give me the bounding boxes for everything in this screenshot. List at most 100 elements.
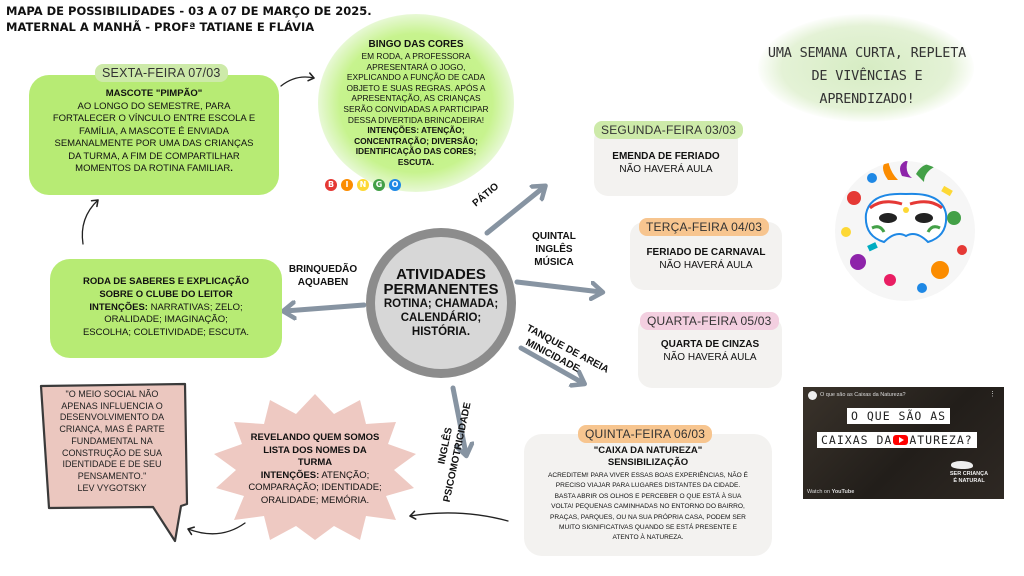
channel-avatar bbox=[808, 391, 817, 400]
video-brand: SER CRIANÇA É NATURAL bbox=[941, 471, 997, 484]
thursday-line-3: BASTA ABRIR OS OLHOS E PERCEBER O QUE ES… bbox=[554, 492, 742, 500]
bingo-logo: B I N G O bbox=[325, 179, 409, 193]
bingo-blob bbox=[318, 14, 514, 192]
header-subtitle: MATERNAL A MANHÃ - PROFª TATIANE E FLÁVI… bbox=[6, 20, 315, 34]
monday-title: EMENDA DE FERIADO bbox=[612, 151, 720, 162]
label-brinquedao-group: BRINQUEDÃO AQUABEN bbox=[282, 263, 364, 289]
connector-revelando-to-quote bbox=[187, 522, 246, 536]
revelando-line-3: ORALIDADE; MEMÓRIA. bbox=[260, 494, 370, 506]
tuesday-pill: TERÇA-FEIRA 04/03 bbox=[639, 218, 770, 236]
quote-line-4: CRIANÇA, MAS É PARTE bbox=[59, 424, 165, 435]
revelando-title-1: REVELANDO QUEM SOMOS bbox=[250, 432, 380, 443]
bingo-ball-g: G bbox=[373, 179, 385, 191]
carnival-mask-image bbox=[835, 161, 975, 301]
arrow-patio bbox=[484, 187, 544, 236]
video-title-line-2a: CAIXAS DA bbox=[821, 433, 893, 447]
turtle-logo-icon bbox=[951, 461, 973, 469]
video-brand-1: SER CRIANÇA bbox=[949, 471, 989, 477]
header-title: MAPA DE POSSIBILIDADES - 03 A 07 DE MARÇ… bbox=[6, 4, 372, 18]
arrow-tanque bbox=[518, 345, 583, 383]
label-aquaben: AQUABEN bbox=[297, 277, 349, 288]
monday-text: EMENDA DE FERIADO NÃO HAVERÁ AULA bbox=[598, 150, 734, 176]
friday-line-1: AO LONGO DO SEMESTRE, PARA bbox=[77, 100, 231, 112]
video-brand-2: É NATURAL bbox=[953, 477, 985, 484]
quote-line-6: CONSTRUÇÃO DE SUA bbox=[61, 447, 162, 458]
bingo-line-5: APRESENTAÇÃO, AS CRIANÇAS bbox=[351, 93, 481, 104]
quote-author: LEV VYGOTSKY bbox=[77, 482, 147, 493]
revelando-line-1: ATENÇÃO; bbox=[319, 469, 370, 481]
watch-on-youtube[interactable]: Watch on YouTube bbox=[807, 489, 854, 496]
revelando-title-3: TURMA bbox=[297, 457, 333, 469]
video-title-line-1: O QUE SÃO AS bbox=[847, 408, 951, 424]
roda-title-1: RODA DE SABERES E EXPLICAÇÃO bbox=[83, 276, 249, 287]
thursday-line-2: PRECISO VIAJAR PARA LUGARES DISTANTES DA… bbox=[555, 482, 741, 490]
thursday-line-1: ACREDITEM! PARA VIVER ESSAS BOAS EXPERIÊ… bbox=[548, 472, 748, 479]
bingo-line-7: DESSA DIVERTIDA BRINCADEIRA! bbox=[347, 114, 485, 125]
label-brinquedao: BRINQUEDÃO bbox=[288, 264, 358, 275]
tagline-line-2: DE VIVÊNCIAS E APRENDIZADO! bbox=[811, 68, 923, 107]
revelando-int-label: INTENÇÕES: bbox=[260, 469, 320, 481]
roda-title-2: SOBRE O CLUBE DO LEITOR bbox=[99, 288, 233, 300]
video-top-title: O que são as Caixas da Natureza? bbox=[820, 392, 906, 398]
tuesday-text: FERIADO DE CARNAVAL NÃO HAVERÁ AULA bbox=[632, 246, 780, 272]
bingo-line-1: EM RODA, A PROFESSORA bbox=[361, 51, 471, 61]
thursday-text: "CAIXA DA NATUREZA" SENSIBILIZAÇÃO ACRED… bbox=[528, 445, 768, 544]
tuesday-sub: NÃO HAVERÁ AULA bbox=[659, 260, 753, 271]
quote-line-2: APENAS INFLUENCIA O bbox=[61, 400, 163, 411]
more-icon[interactable]: ⋮ bbox=[989, 391, 996, 398]
wednesday-text: QUARTA DE CINZAS NÃO HAVERÁ AULA bbox=[640, 338, 780, 364]
watch-on-label: Watch on bbox=[807, 489, 831, 495]
label-ingles: INGLÊS bbox=[535, 244, 573, 255]
connector-thursday-to-revelando bbox=[409, 510, 509, 522]
wednesday-pill: QUARTA-FEIRA 05/03 bbox=[640, 312, 779, 330]
thursday-card bbox=[524, 434, 772, 556]
video-title-line-2b: ATUREZA? bbox=[909, 433, 973, 447]
label-quintal: QUINTAL bbox=[532, 231, 576, 242]
arrow-brinquedao bbox=[285, 305, 367, 311]
roda-int-label: INTENÇÕES: bbox=[89, 301, 148, 313]
thursday-line-6: MUITO SIGNIFICATIVAS QUANDO SE ESTÁ PRES… bbox=[558, 524, 738, 532]
video-thumbnail[interactable]: O que são as Caixas da Natureza? ⋮ O QUE… bbox=[803, 387, 1004, 499]
roda-card bbox=[50, 259, 282, 358]
bingo-line-6: SERÃO CONVIDADAS A PARTICIPAR bbox=[343, 103, 489, 114]
thursday-line-5: PRAÇAS, PARQUES, OU NA SUA PRÓPRIA CASA,… bbox=[550, 513, 746, 521]
roda-line-1: NARRATIVAS; ZELO; bbox=[147, 301, 243, 313]
friday-title: MASCOTE "PIMPÃO" bbox=[105, 88, 203, 99]
bingo-ball-i: I bbox=[341, 179, 353, 191]
thursday-pill: QUINTA-FEIRA 06/03 bbox=[578, 425, 713, 443]
thursday-line-4: VOLTA! PEQUENAS CAMINHADAS NO ENTORNO DO… bbox=[551, 503, 745, 511]
center-circle: ATIVIDADES PERMANENTES ROTINA; CHAMADA; … bbox=[375, 237, 507, 369]
thursday-body: ACREDITEM! PARA VIVER ESSAS BOAS EXPERIÊ… bbox=[528, 471, 768, 544]
tagline-line-1: UMA SEMANA CURTA, REPLETA bbox=[767, 45, 967, 61]
revelando-title-2: LISTA DOS NOMES DA bbox=[263, 444, 367, 456]
wednesday-sub: NÃO HAVERÁ AULA bbox=[663, 352, 757, 363]
bingo-line-4: OBJETO E SUAS REGRAS. APÓS A bbox=[346, 82, 486, 93]
youtube-label: YouTube bbox=[831, 489, 855, 495]
friday-line-6: MOMENTOS DA ROTINA FAMILIAR bbox=[75, 163, 231, 174]
revelando-text: REVELANDO QUEM SOMOS LISTA DOS NOMES DA … bbox=[240, 432, 390, 508]
bingo-line-2: APRESENTARÁ O JOGO, bbox=[366, 61, 466, 72]
friday-line-2: FORTALECER O VÍNCULO ENTRE ESCOLA E bbox=[52, 113, 256, 124]
friday-card bbox=[29, 75, 279, 195]
bingo-line-10: IDENTIFICAÇÃO DAS CORES; bbox=[355, 146, 477, 157]
bingo-ball-n: N bbox=[357, 179, 369, 191]
friday-text: MASCOTE "PIMPÃO" AO LONGO DO SEMESTRE, P… bbox=[33, 88, 275, 176]
star-burst bbox=[214, 394, 416, 540]
roda-text: RODA DE SABERES E EXPLICAÇÃO SOBRE O CLU… bbox=[54, 276, 278, 340]
arrow-ingles bbox=[450, 385, 466, 454]
monday-pill: SEGUNDA-FEIRA 03/03 bbox=[594, 121, 744, 139]
bingo-line-3: EXPLICANDO A FUNÇÃO DE CADA bbox=[346, 72, 486, 83]
center-title-2: PERMANENTES bbox=[383, 281, 499, 298]
quote-line-8: PENSAMENTO." bbox=[77, 470, 147, 481]
play-button-icon[interactable] bbox=[893, 435, 909, 445]
roda-line-3: ESCOLHA; COLETIVIDADE; ESCUTA. bbox=[82, 327, 250, 339]
thursday-title-1: "CAIXA DA NATUREZA" bbox=[593, 445, 703, 456]
bingo-ball-o: O bbox=[389, 179, 401, 191]
roda-line-2: ORALIDADE; IMAGINAÇÃO; bbox=[104, 314, 228, 326]
center-sub-2: CALENDÁRIO; bbox=[400, 312, 482, 324]
friday-line-4: SEMANALMENTE POR UMA DAS CRIANÇAS bbox=[54, 138, 254, 149]
friday-line-6-end: . bbox=[230, 163, 233, 174]
tuesday-title: FERIADO DE CARNAVAL bbox=[646, 247, 766, 258]
friday-line-3: FAMÍLIA, A MASCOTE É ENVIADA bbox=[79, 125, 229, 137]
